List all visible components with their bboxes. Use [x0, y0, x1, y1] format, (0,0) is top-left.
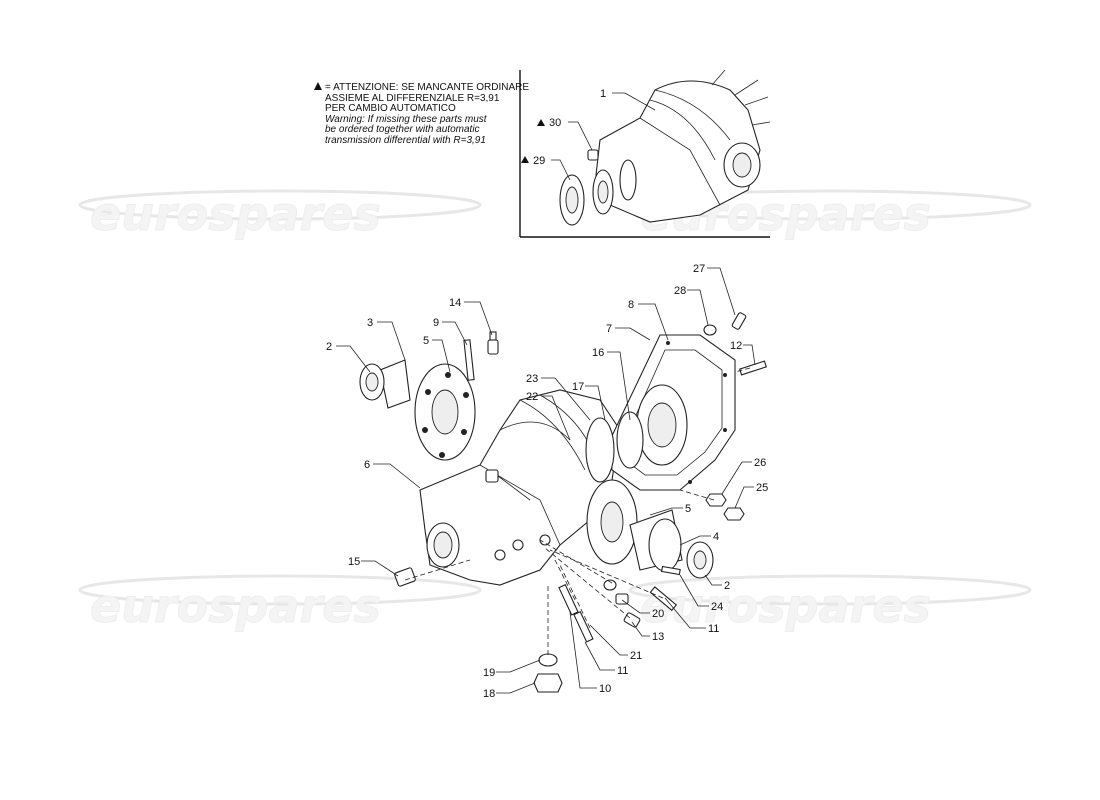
watermark-text: eurospares	[640, 579, 931, 633]
part-label-9: 9	[433, 317, 439, 329]
part-label-14: 14	[449, 297, 461, 309]
inset-label-29: 29	[533, 155, 545, 167]
part-label-25: 25	[756, 482, 768, 494]
part-label-6: 6	[364, 459, 370, 471]
part-label-12: 12	[730, 340, 742, 352]
right-flange-group	[586, 479, 714, 579]
part-label-23: 23	[526, 373, 538, 385]
inset-leaders	[521, 92, 656, 181]
left-flange-group	[359, 359, 476, 461]
seal-rings	[585, 384, 688, 483]
warning-triangle-icon	[537, 119, 545, 126]
note-en-line-3: transmission differential with R=3,91	[325, 134, 486, 146]
inset-label-1: 1	[600, 88, 606, 100]
warning-note: = ATTENZIONE: SE MANCANTE ORDINARE ASSIE…	[314, 82, 534, 146]
leader-lines	[336, 267, 756, 694]
warning-triangle-icon	[314, 82, 322, 90]
part-label-8: 8	[628, 299, 634, 311]
part-label-17: 17	[572, 381, 584, 393]
part-label-10: 10	[599, 683, 611, 695]
part-label-11: 11	[708, 623, 719, 635]
alignment-lines	[404, 367, 751, 655]
part-label-7: 7	[606, 323, 612, 335]
part-label-22: 22	[526, 391, 538, 403]
inset-differential-assembly	[559, 69, 771, 226]
inset-label-30: 30	[549, 117, 561, 129]
note-line-2: ASSIEME AL DIFFERENZIALE R=3,91	[325, 92, 500, 104]
differential-housing	[419, 389, 621, 586]
part-label-21: 21	[630, 650, 642, 662]
part-label-13: 13	[652, 631, 664, 643]
part-label-5: 5	[685, 503, 691, 515]
note-en-line-2: be ordered together with automatic	[325, 124, 480, 135]
part-label-16: 16	[592, 347, 604, 359]
watermark-text: eurospares	[90, 187, 381, 241]
warning-triangle-icon	[521, 156, 529, 163]
fasteners	[394, 312, 767, 693]
part-label-3: 3	[367, 317, 373, 329]
inset-frame	[519, 70, 770, 238]
note-en-line-1: Warning: If missing these parts must	[325, 113, 487, 125]
part-label-26: 26	[754, 457, 766, 469]
part-label-2: 2	[724, 580, 730, 592]
part-label-2: 2	[326, 341, 332, 353]
part-label-24: 24	[711, 601, 723, 613]
part-label-5: 5	[423, 335, 429, 347]
part-label-15: 15	[348, 556, 360, 568]
part-label-4: 4	[713, 531, 719, 543]
note-line-1: = ATTENZIONE: SE MANCANTE ORDINARE	[325, 82, 530, 93]
watermark-group: eurospares eurospares eurospares eurospa…	[78, 187, 1032, 634]
part-label-18: 18	[483, 688, 495, 700]
part-label-20: 20	[652, 608, 664, 620]
watermark-text: eurospares	[90, 579, 381, 633]
part-label-19: 19	[483, 667, 495, 679]
part-label-27: 27	[693, 263, 705, 275]
part-label-28: 28	[674, 285, 686, 297]
part-label-11: 11	[617, 665, 628, 677]
note-line-3: PER CAMBIO AUTOMATICO	[325, 103, 456, 114]
